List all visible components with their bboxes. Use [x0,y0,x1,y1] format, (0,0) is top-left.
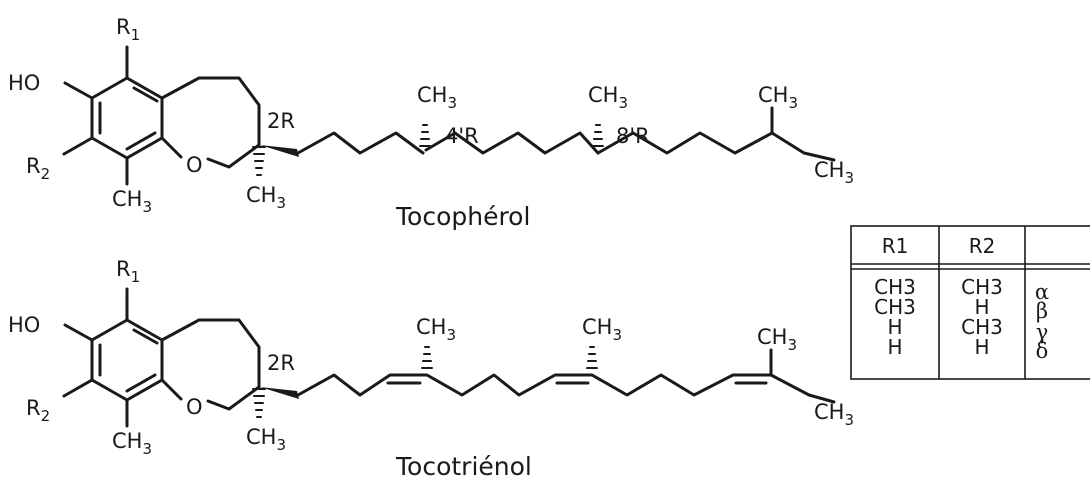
tocopherol-labels: HO R1 R2 CH3 O 2R CH3 CH3 4'R CH3 8'R CH… [8,15,854,231]
stereo-2r-label: 2R [267,109,295,133]
hydroxyl-label: HO [8,313,40,337]
tocopherol-structure: HO R1 R2 CH3 O 2R CH3 CH3 4'R CH3 8'R CH… [8,15,854,231]
tocotrienol-bonds [62,287,836,428]
table-row: H CH3 γ [887,315,1048,344]
stereo-hash-bond [252,388,266,418]
methyl-terminal-right-label: CH3 [814,158,854,187]
stereo-hash-bond [419,124,431,147]
methyl-terminal-right-label: CH3 [814,400,854,429]
methyl-c2-label: CH3 [246,425,286,454]
stereo-hash-bond [421,346,433,369]
stereo-8r-label: 8'R [616,124,650,148]
methyl-c4-label: CH3 [417,83,457,112]
ring-oxygen-label: O [186,395,203,419]
stereo-wedge-bond [260,145,299,157]
tocopherol-name: Tocophérol [395,202,530,231]
table-header-r2: R2 [969,234,996,258]
stereo-4r-label: 4'R [445,124,479,148]
stereo-hash-bond [252,146,266,176]
table-row: CH3 H β [874,295,1048,323]
r2-label: R2 [26,154,50,183]
table-cell-r2: H [974,295,989,319]
stereo-hash-bond [592,124,604,147]
tocotrienol-labels: HO R1 R2 CH3 O 2R CH3 CH3 CH3 CH3 CH3 To… [8,257,854,479]
table-cell-r2: CH3 [961,275,1003,299]
table-cell-form: δ [1036,339,1049,363]
table-cell-r1: CH3 [874,295,916,319]
table-header-r1: R1 [882,234,909,258]
methyl-c2-label: CH3 [246,183,286,212]
ring-oxygen-label: O [186,153,203,177]
hydroxyl-label: HO [8,71,40,95]
table-cell-r1: H [887,335,902,359]
stereo-wedge-bond [260,387,299,399]
substituent-table: R1 R2 CH3 CH3 α CH3 H β H CH3 γ H H δ [850,225,1090,380]
r1-label: R1 [116,257,140,286]
stereo-hash-bond [586,346,598,369]
methyl-terminal-top-label: CH3 [757,325,797,354]
table-cell-form: α [1035,280,1049,304]
table-cell-r1: CH3 [874,275,916,299]
methyl-chain-a-label: CH3 [416,315,456,344]
table-cell-r2: CH3 [961,315,1003,339]
methyl-label: CH3 [112,187,152,216]
methyl-c8-label: CH3 [588,83,628,112]
r2-label: R2 [26,396,50,425]
table-cell-r1: H [887,315,902,339]
methyl-terminal-top-label: CH3 [758,83,798,112]
table-row: H H δ [887,335,1048,363]
methyl-chain-b-label: CH3 [582,315,622,344]
tocotrienol-name: Tocotriénol [395,452,532,479]
stereo-2r-label: 2R [267,351,295,375]
tocopherol-bonds [62,45,836,186]
r1-label: R1 [116,15,140,44]
table-cell-r2: H [974,335,989,359]
methyl-label: CH3 [112,429,152,458]
tocotrienol-structure: HO R1 R2 CH3 O 2R CH3 CH3 CH3 CH3 CH3 To… [8,257,854,479]
table-cell-form: γ [1036,320,1049,344]
table-cell-form: β [1036,299,1048,323]
table-row: CH3 CH3 α [874,275,1049,304]
